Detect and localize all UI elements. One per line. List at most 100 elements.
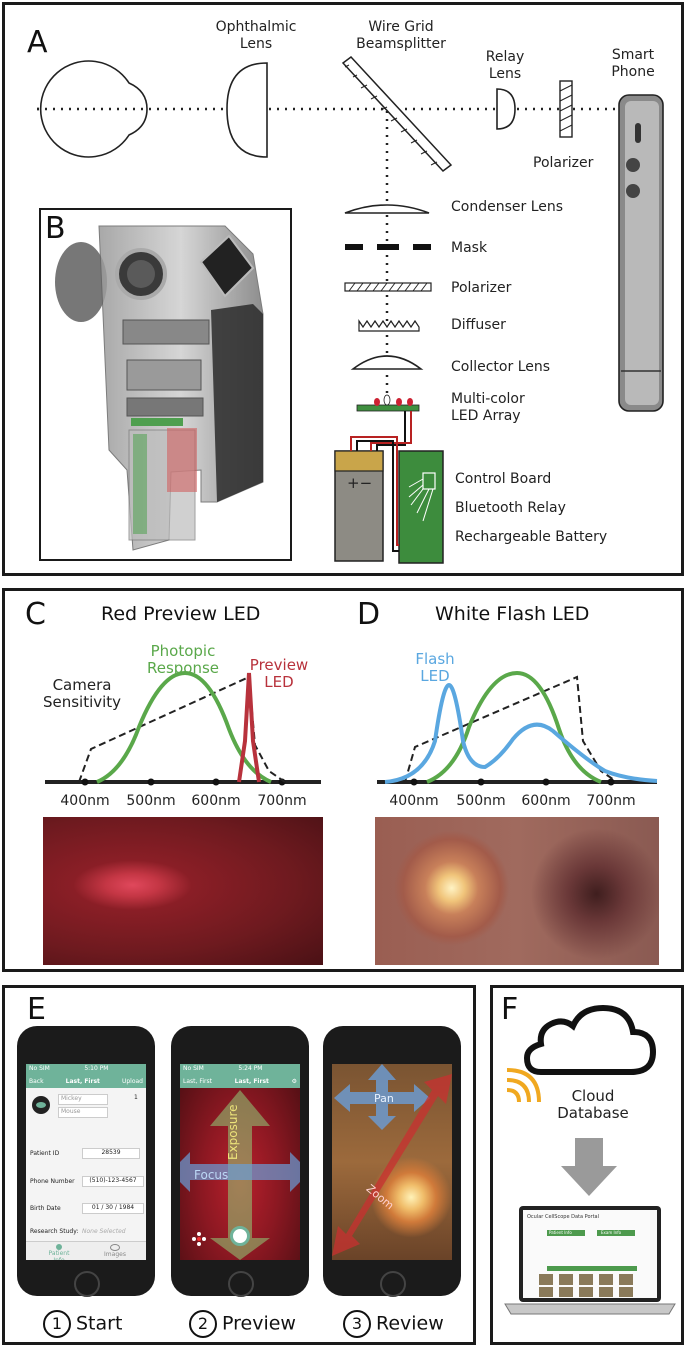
- beamsplitter: [341, 55, 453, 173]
- battery-sign: +−: [347, 474, 373, 492]
- optics-diagram: [37, 55, 664, 564]
- camera-curve-d: [404, 675, 618, 783]
- smartphone-side: [618, 94, 664, 412]
- ophthalmic-lens: [226, 62, 268, 158]
- tick-c-700: 700nm: [257, 793, 307, 809]
- led-array: [356, 394, 420, 412]
- pan-label: Pan: [374, 1092, 394, 1105]
- portal-title: Ocular CellScope Data Portal: [527, 1214, 600, 1220]
- polarizer-top-label: Polarizer: [533, 155, 594, 171]
- review-arrows: [332, 1064, 452, 1256]
- exam-info-header: Exam Info: [601, 1230, 622, 1235]
- spectra-chart: [45, 670, 658, 786]
- polarizer-bottom: [344, 282, 432, 292]
- panel-e: E No SIM 5:10 PM Back Last, First Upload…: [2, 985, 476, 1345]
- panel-cd: C D Red Preview LED White Flash LED Came…: [2, 588, 684, 972]
- white-fundus-image: [375, 817, 659, 965]
- eye-icon: [110, 1244, 120, 1251]
- upload-button[interactable]: Upload: [121, 1077, 143, 1085]
- birth-day: 30: [105, 1204, 113, 1211]
- red-preview-title: Red Preview LED: [101, 603, 261, 625]
- phone-review: Pan Zoom: [323, 1026, 461, 1297]
- preview-led-curve: [237, 672, 261, 783]
- phone-label: Phone Number: [30, 1178, 75, 1185]
- relay-lens: [496, 88, 516, 130]
- patient-id-label: Patient ID: [30, 1150, 60, 1157]
- tick-d-400: 400nm: [389, 793, 439, 809]
- battery-label: Rechargeable Battery: [455, 529, 608, 545]
- panel-a-label: A: [27, 25, 48, 60]
- mask-label: Mask: [451, 240, 488, 256]
- photopic-curve-d: [426, 670, 602, 784]
- tab-patient-info[interactable]: Patient Info: [42, 1244, 76, 1260]
- device-render: [55, 225, 264, 551]
- tab-bar: Patient Info Images: [26, 1241, 146, 1260]
- exam-count: 1: [134, 1094, 138, 1101]
- gear-icon[interactable]: ⚙: [291, 1077, 297, 1085]
- focus-label: Focus: [194, 1168, 229, 1182]
- photopic-curve-c: [96, 670, 272, 784]
- mask: [345, 244, 431, 250]
- back-button-2[interactable]: Last, First: [183, 1077, 212, 1085]
- study-select[interactable]: None Selected: [82, 1228, 126, 1235]
- tick-c-400: 400nm: [60, 793, 110, 809]
- polarizer-label: Polarizer: [451, 280, 512, 296]
- down-arrow: [561, 1138, 617, 1196]
- phone-start-screen: No SIM 5:10 PM Back Last, First Upload M…: [26, 1064, 146, 1260]
- panel-b: [39, 208, 292, 561]
- panel-c-label: C: [25, 597, 46, 632]
- control-board-label: Control Board: [455, 471, 552, 487]
- phone-start: No SIM 5:10 PM Back Last, First Upload M…: [17, 1026, 155, 1297]
- home-button-2[interactable]: [228, 1271, 254, 1297]
- home-button-3[interactable]: [380, 1271, 406, 1297]
- first-name-field[interactable]: Mickey: [58, 1094, 108, 1105]
- status-carrier-2: No SIM: [183, 1065, 204, 1072]
- patient-id-field[interactable]: 28539: [82, 1148, 140, 1159]
- person-icon: [56, 1244, 62, 1250]
- tick-d-500: 500nm: [456, 793, 506, 809]
- status-time-2: 5:24 PM: [238, 1065, 263, 1072]
- tick-c-600: 600nm: [191, 793, 241, 809]
- polarizer-top: [559, 80, 573, 138]
- home-button[interactable]: [74, 1271, 100, 1297]
- collector-label: Collector Lens: [451, 359, 551, 375]
- cloud-icon: [523, 1004, 657, 1075]
- condenser-lens: [344, 204, 430, 214]
- back-button[interactable]: Back: [29, 1077, 44, 1085]
- birth-month: 01: [91, 1204, 100, 1211]
- diffuser: [358, 319, 420, 332]
- shutter-button[interactable]: [230, 1226, 250, 1246]
- panel-f-label: F: [501, 992, 519, 1027]
- phone-preview: No SIM 5:24 PM Last, First Last, First ⚙…: [171, 1026, 309, 1297]
- birth-year: 1984: [118, 1204, 135, 1211]
- tab-images[interactable]: Images: [98, 1244, 132, 1258]
- led-selector-icon[interactable]: [192, 1232, 206, 1246]
- patient-info-header: Patient Info: [549, 1230, 572, 1235]
- birth-date-field[interactable]: 01 / 30 / 1984: [82, 1203, 144, 1214]
- eye-avatar-icon: [32, 1096, 50, 1114]
- last-name-field[interactable]: Mouse: [58, 1107, 108, 1118]
- preview-arrows: [180, 1090, 300, 1260]
- phone-field[interactable]: (510)-123-4567: [82, 1176, 144, 1187]
- collector-lens: [350, 355, 424, 370]
- control-board: [398, 450, 444, 564]
- white-flash-title: White Flash LED: [435, 603, 590, 625]
- eyecup: [55, 242, 107, 322]
- battery: [334, 450, 384, 562]
- bluetooth-label: Bluetooth Relay: [455, 500, 566, 516]
- laptop-base: [504, 1303, 676, 1315]
- wireless-icon: [506, 1068, 541, 1103]
